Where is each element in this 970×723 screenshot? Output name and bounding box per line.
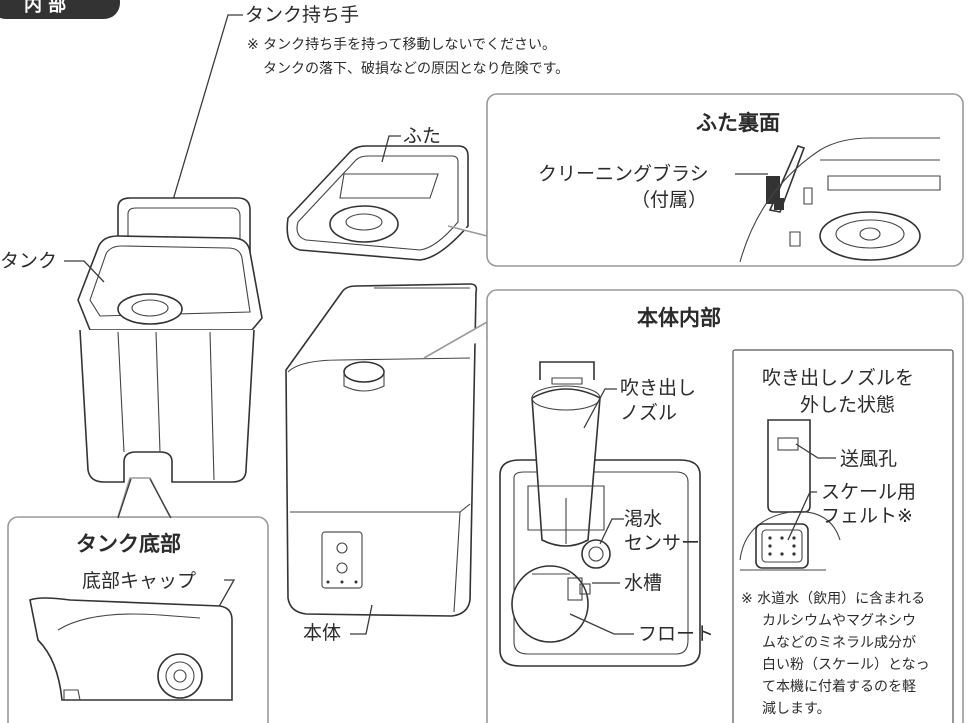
body-inside-title: 本体内部 bbox=[637, 306, 721, 330]
lid-leader bbox=[381, 135, 401, 163]
section-badge: 内 部 bbox=[0, 0, 120, 19]
cleaning-brush-label-2: （付属） bbox=[631, 189, 707, 211]
body-illustration bbox=[285, 283, 478, 617]
mineral-note-line5: て本機に付着するのを軽 bbox=[762, 679, 916, 695]
nozzle-removed-title-2: 外した状態 bbox=[800, 394, 895, 416]
lid-label: ふた bbox=[403, 125, 441, 147]
float-label: フロート bbox=[638, 623, 714, 645]
body-leader bbox=[350, 604, 373, 635]
tank-illustration bbox=[77, 197, 263, 483]
mineral-note-line6: 減します。 bbox=[762, 700, 831, 717]
nozzle-label-2: ノズル bbox=[620, 402, 677, 424]
sensor-label-1: 渇水 bbox=[624, 508, 662, 530]
tank-handle-leader bbox=[172, 14, 243, 201]
tank-leader bbox=[64, 260, 105, 283]
tank-label: タンク bbox=[0, 250, 57, 272]
lid-underside-panel: ふた裏面 クリーニングブラシ （付属） bbox=[447, 93, 964, 267]
tank-bottom-cap-label: 底部キャップ bbox=[82, 570, 196, 592]
mineral-note-line4: 白い粉（スケール）となっ bbox=[762, 657, 930, 673]
float-leader bbox=[569, 613, 634, 635]
nozzle-removed-panel: 吹き出しノズルを 外した状態 送風孔 スケール用 フ bbox=[732, 349, 954, 723]
air-hole-leader bbox=[795, 443, 836, 459]
body-inside-illustration bbox=[499, 361, 701, 667]
sensor-label-2: センサー bbox=[624, 532, 700, 554]
handle-note-line1: ※ タンク持ち手を持って移動しないでください。 bbox=[247, 37, 556, 53]
cleaning-brush-icon bbox=[766, 145, 806, 213]
nozzle-leader bbox=[583, 388, 617, 429]
felt-label-2: フェルト※ bbox=[821, 505, 913, 527]
mineral-note-line1: ※ 水道水（飲用）に含まれる bbox=[741, 591, 925, 607]
body-inside-panel: 本体内部 吹き出し ノズル 渇水 センサー 水槽 bbox=[423, 289, 964, 723]
cleaning-brush-label: クリーニングブラシ bbox=[538, 162, 709, 185]
mineral-note-line2: カルシウムやマグネシウ bbox=[762, 613, 916, 629]
sensor-leader bbox=[599, 518, 624, 545]
air-hole-label: 送風孔 bbox=[840, 448, 897, 470]
felt-label-1: スケール用 bbox=[821, 481, 916, 503]
nozzle-removed-title-1: 吹き出しノズルを bbox=[762, 367, 914, 389]
tank-bottom-title: タンク底部 bbox=[76, 532, 181, 556]
water-tank-label: 水槽 bbox=[624, 572, 662, 594]
felt-leader bbox=[787, 491, 817, 541]
tank-bottom-panel: タンク底部 底部キャップ bbox=[7, 477, 269, 723]
handle-note-line2: タンクの落下、破損などの原因となり危険です。 bbox=[263, 61, 569, 77]
lid-illustration bbox=[286, 145, 469, 261]
tank-handle-label: タンク持ち手 bbox=[245, 4, 359, 26]
mineral-note-line3: ムなどのミネラル成分が bbox=[762, 635, 916, 651]
lid-underside-title: ふた裏面 bbox=[696, 111, 780, 135]
nozzle-label-1: 吹き出し bbox=[620, 377, 696, 399]
body-label: 本体 bbox=[303, 622, 341, 644]
nozzle-removed-illustration bbox=[739, 419, 841, 571]
section-badge-text: 内 部 bbox=[24, 0, 66, 16]
